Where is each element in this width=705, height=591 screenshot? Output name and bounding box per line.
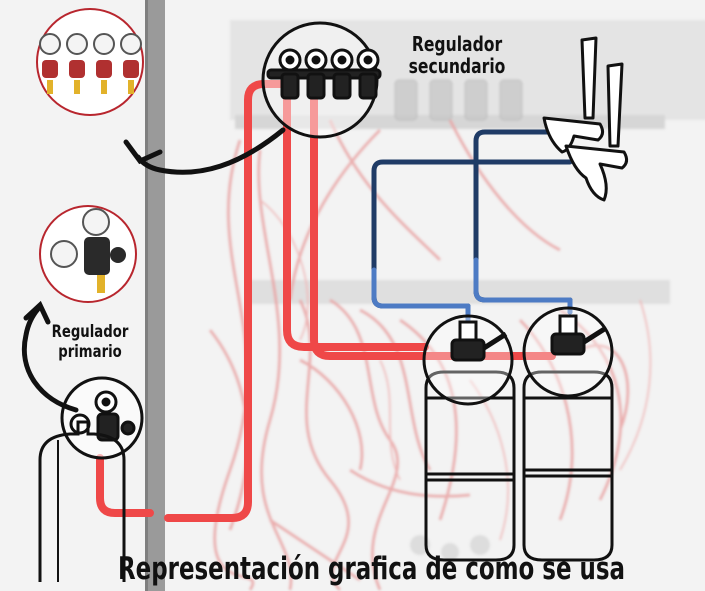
primary-regulator-icon: [50, 208, 126, 293]
label-line: Regulador: [51, 322, 129, 342]
wall-strip: [145, 0, 165, 591]
secondary-regulator-inset: [36, 8, 144, 116]
label-line: primario: [58, 342, 122, 362]
manifold-gauge-unit: [356, 48, 380, 100]
label-line: secundario: [408, 54, 506, 78]
curved-arrow-icon: [22, 127, 286, 413]
beer-lines: [371, 129, 573, 325]
tap-body-1: [542, 116, 605, 154]
diagram-caption: Representación grafica de como se usa: [118, 551, 625, 587]
gas-line-primary-to-manifold: [96, 454, 154, 517]
manifold-gauge-unit: [330, 48, 354, 100]
keg-icon: [522, 370, 614, 562]
keg-1: [422, 314, 516, 562]
primary-regulator-detail-icon: [60, 376, 144, 460]
label-line: Regulador: [411, 32, 503, 56]
gas-lines: [96, 80, 556, 522]
keg-2: [522, 306, 614, 562]
gas-line-main-riser: [164, 80, 286, 522]
manifold-gauge-unit: [278, 48, 302, 100]
gas-line-to-keg-1: [283, 92, 429, 351]
keg-coupler-icon: [550, 314, 608, 356]
keg-coupler-icon: [450, 320, 508, 362]
wall-strip-edge: [145, 0, 148, 591]
tap-handle-2: [606, 62, 624, 148]
tap-handle-1: [580, 36, 598, 120]
tap-body-2: [564, 144, 629, 202]
arrow-to-primary-inset: [22, 306, 79, 413]
primary-regulator-inset: [39, 205, 137, 303]
gas-line-to-keg-2: [310, 92, 556, 360]
manifold-gauge-unit: [304, 48, 328, 100]
inset-regulator-body-row: [42, 60, 139, 78]
arrow-to-secondary-inset: [135, 127, 286, 175]
co2-cylinder-icon: [38, 420, 126, 582]
inset-gauge-row: [39, 33, 142, 55]
secondary-regulator-manifold-icon: [261, 21, 382, 139]
inset-valve-row: [47, 80, 134, 94]
beer-tap-icon: [542, 36, 629, 202]
